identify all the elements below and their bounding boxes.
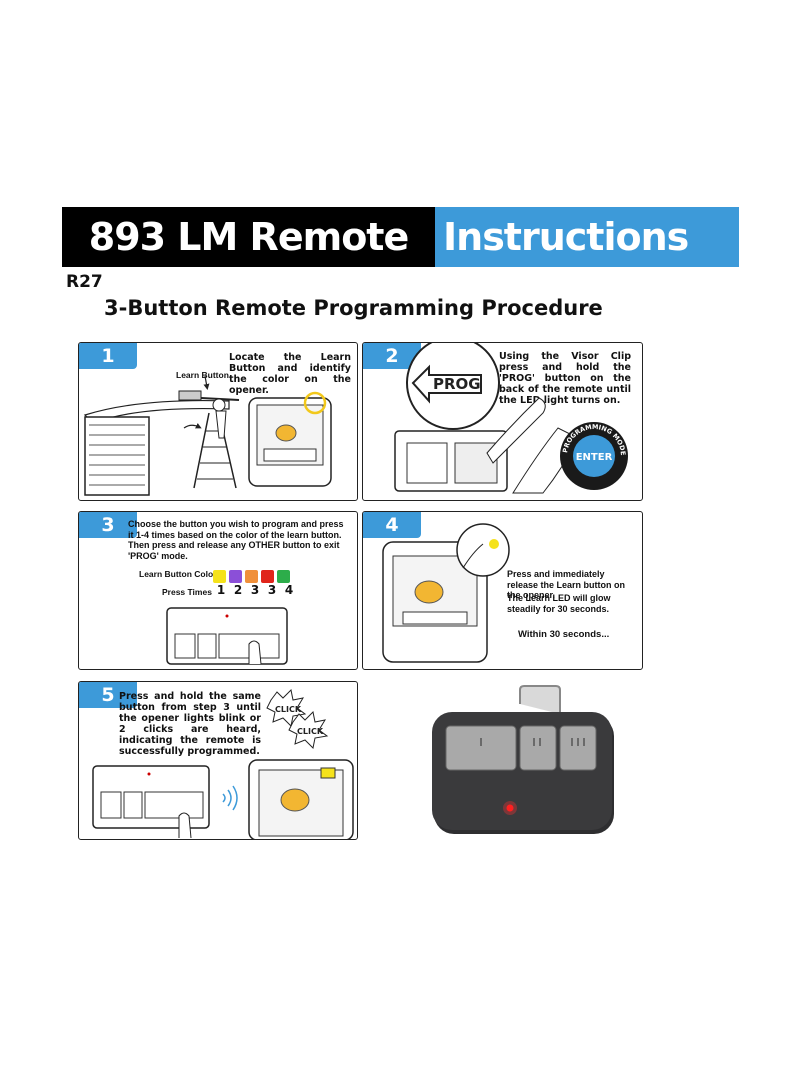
- swatch-orange: [245, 570, 258, 583]
- click-label-2: CLICK: [297, 727, 324, 736]
- step-2-text: Using the Visor Clip press and hold the …: [499, 351, 631, 406]
- opener-learn-illustration: [382, 523, 510, 663]
- press-times-label: Press Times: [162, 587, 212, 597]
- swatch-yellow: [213, 570, 226, 583]
- banner-title-right: Instructions: [435, 207, 739, 267]
- step-4-panel: 4 Press and immediately release the Lear…: [362, 511, 643, 670]
- step-4-badge: 4: [363, 512, 421, 538]
- press-times-value: 4: [284, 583, 294, 597]
- banner-title-left: 893 LM Remote: [62, 207, 435, 267]
- step-4-text-1: Press and immediately release the Learn …: [507, 569, 626, 600]
- remote-front-illustration: [166, 607, 288, 665]
- click-sound-bursts: CLICK CLICK: [266, 688, 329, 750]
- learn-button-label: Learn Button: [176, 370, 229, 380]
- step-5-panel: 5 Press and hold the same button from st…: [78, 681, 358, 840]
- step-2-panel: 2 Using the Visor Clip press and hold th…: [362, 342, 643, 501]
- step-1-panel: 1 Locate the Learn Button and identify t…: [78, 342, 358, 501]
- learn-button-color-label: Learn Button Color: [139, 569, 217, 579]
- step-4-text-3: Within 30 seconds...: [518, 629, 610, 640]
- step-4-text-2: The Learn LED will glow steadily for 30 …: [507, 593, 611, 614]
- page-title: 3-Button Remote Programming Procedure: [104, 296, 603, 320]
- step-3-text: Choose the button you wish to program an…: [128, 519, 344, 561]
- press-times-value: 1: [216, 583, 226, 597]
- click-label-1: CLICK: [275, 705, 302, 714]
- press-color-swatches: [213, 566, 293, 585]
- garage-door-illustration: [83, 375, 332, 496]
- press-times-value: 3: [267, 583, 277, 597]
- step-1-badge: 1: [79, 343, 137, 369]
- enter-label: ENTER: [576, 452, 613, 463]
- visor-clip-illustration: PROG: [394, 343, 579, 494]
- programming-mode-badge: ENTER PROGRAMMING MODE: [560, 422, 628, 490]
- remote-and-opener-illustration: [92, 759, 354, 839]
- step-3-panel: 3 Choose the button you wish to program …: [78, 511, 358, 670]
- title-banner: 893 LM Remote Instructions: [62, 207, 739, 267]
- remote-product-image: [432, 685, 614, 834]
- step-5-text: Press and hold the same button from step…: [119, 691, 261, 757]
- swatch-purple: [229, 570, 242, 583]
- step-5-badge: 5: [79, 682, 137, 708]
- swatch-green: [277, 570, 290, 583]
- model-code: R27: [66, 272, 103, 292]
- swatch-red: [261, 570, 274, 583]
- step-1-text: Locate the Learn Button and identify the…: [229, 352, 351, 396]
- step-3-badge: 3: [79, 512, 137, 538]
- press-times-value: 3: [250, 583, 260, 597]
- press-times-value: 2: [233, 583, 243, 597]
- svg-text:PROG: PROG: [433, 375, 481, 393]
